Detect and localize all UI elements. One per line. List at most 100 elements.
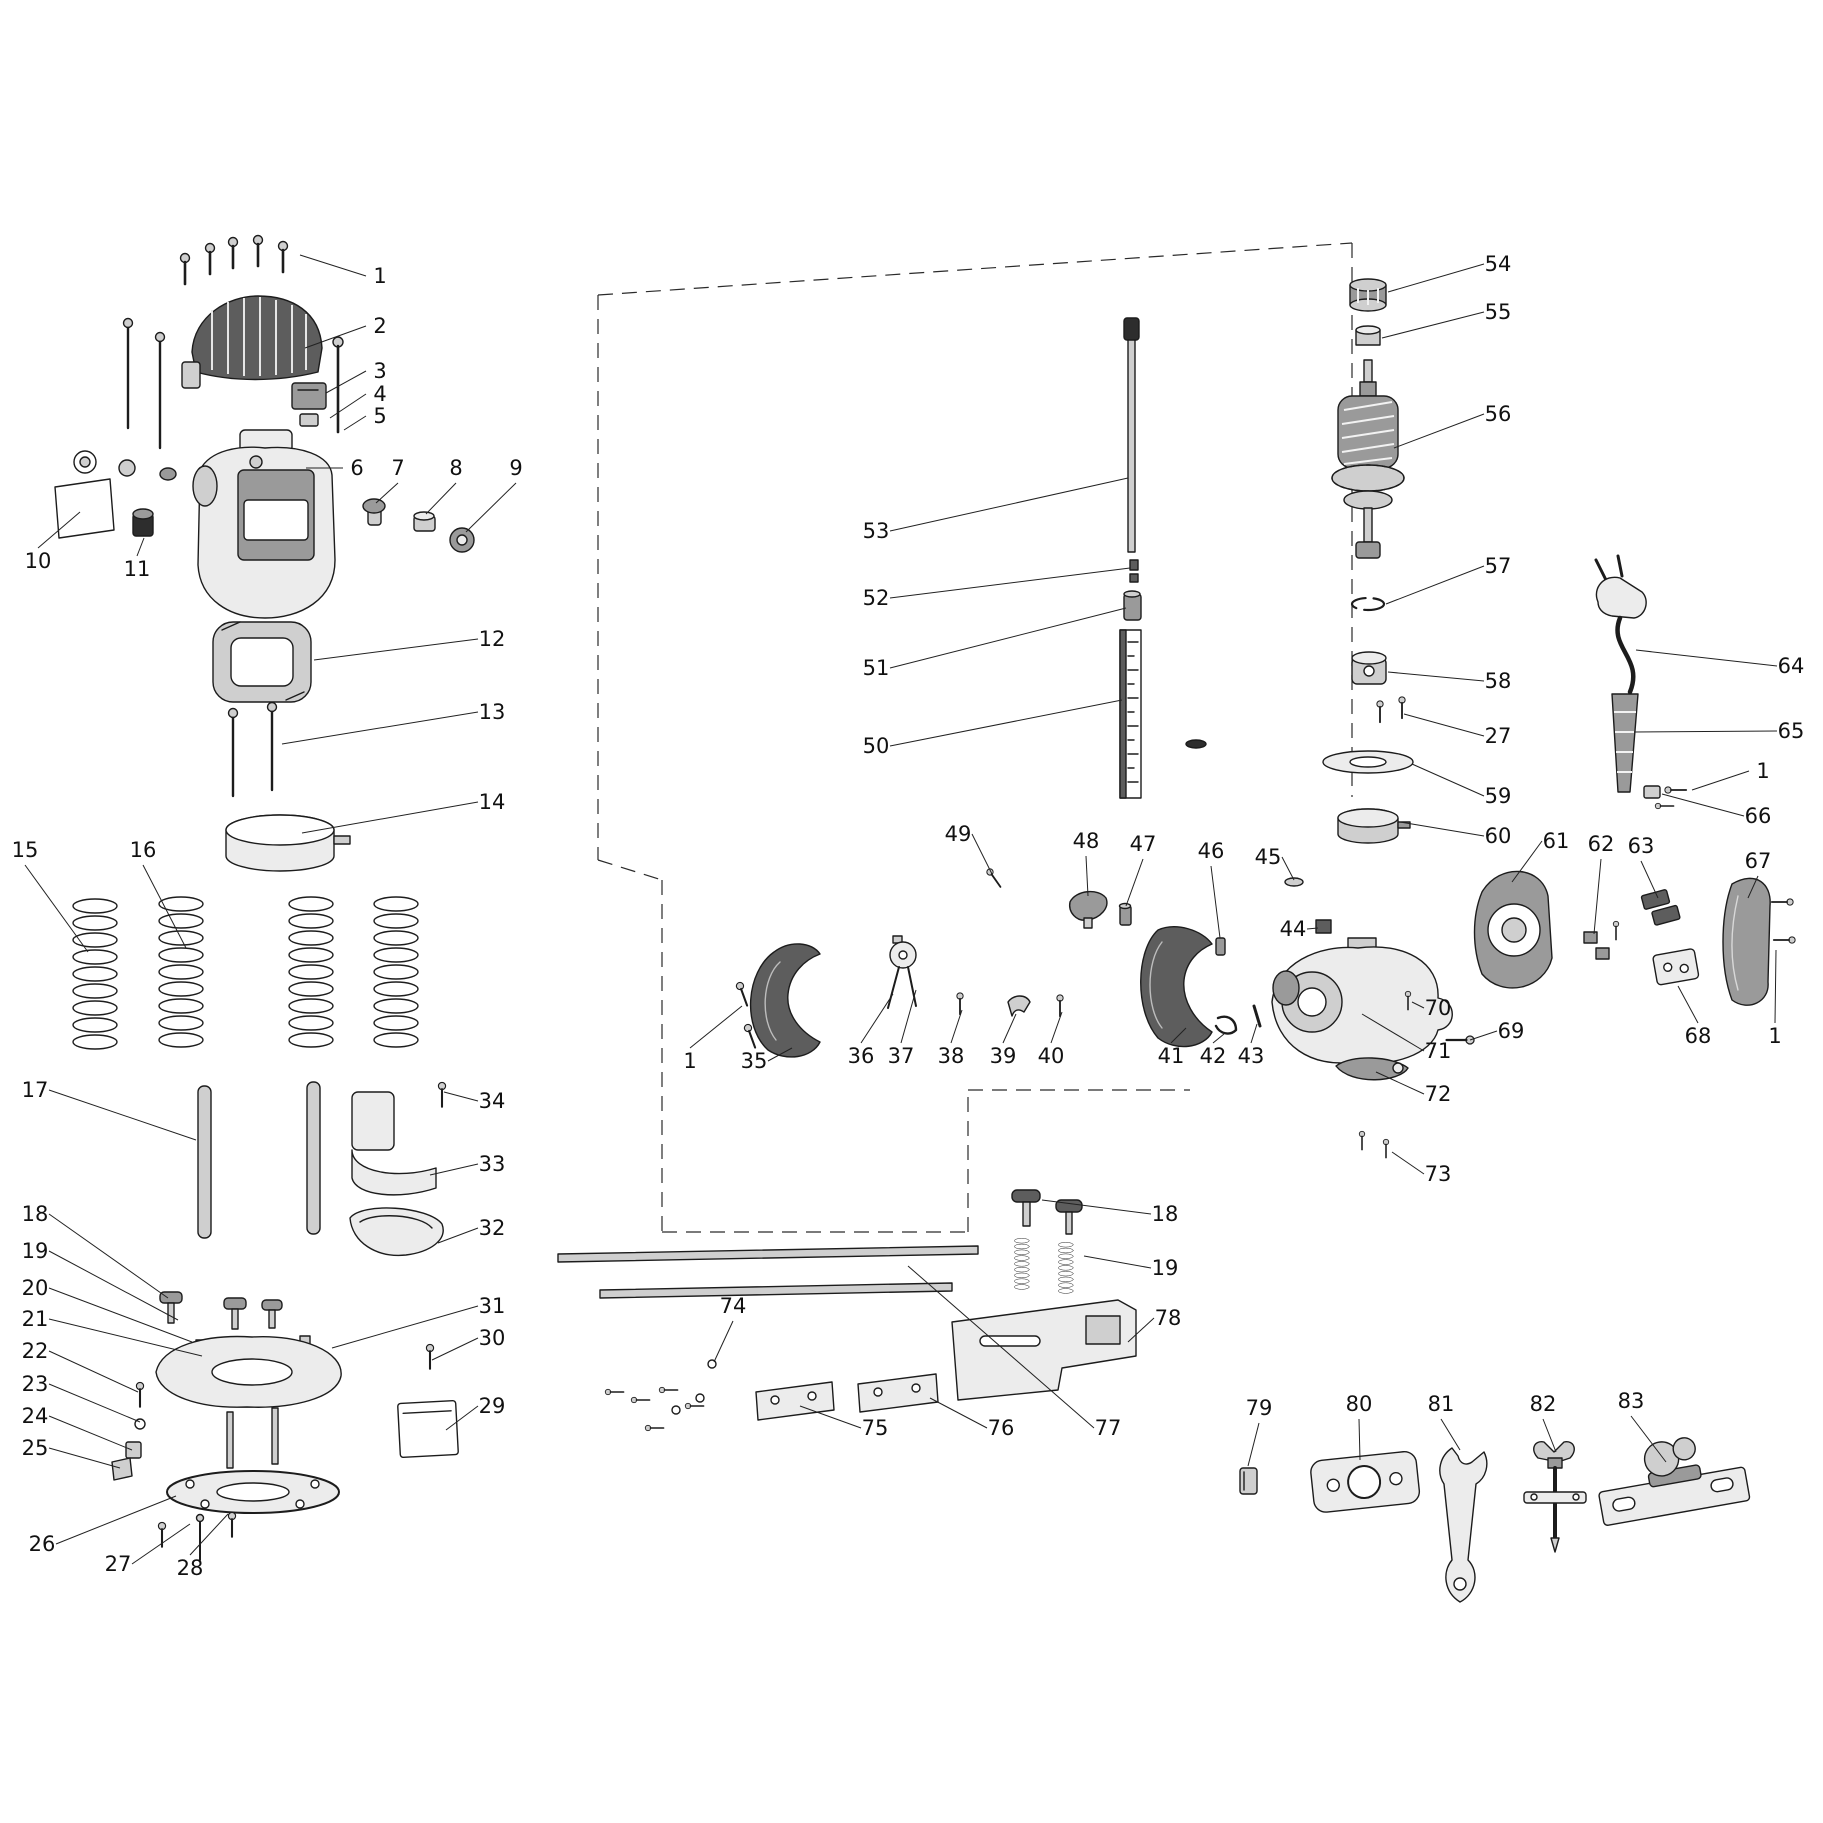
part-number-label: 28 [177,1556,204,1580]
leader-line [1633,730,1778,733]
leader-line [48,1447,121,1469]
leader-line [299,254,367,277]
leader-line [1083,1255,1152,1269]
part-number-label: 78 [1155,1306,1182,1330]
part-47-pin [1118,902,1132,926]
part-51-coupler [1123,590,1142,621]
part-number-label: 49 [945,822,972,846]
part-38-screw [955,991,965,1016]
parts-22-25-hardware [111,1381,146,1481]
part-number-label: 77 [1095,1416,1122,1440]
leader-line [799,1405,862,1429]
part-number-label: 67 [1745,849,1772,873]
part-number-label: 29 [479,1394,506,1418]
part-number-label: 30 [479,1326,506,1350]
leader-line [1170,1027,1187,1044]
part-number-label: 2 [373,314,386,338]
part-number-label: 41 [1158,1044,1185,1068]
leader-line [1127,1317,1155,1343]
small-black-washer [1185,739,1207,749]
spring-4 [373,896,419,1048]
part-number-label: 59 [1485,784,1512,808]
part-number-label: 31 [479,1294,506,1318]
leader-line [1593,858,1602,935]
part-number-label: 5 [373,404,386,428]
part-number-label: 34 [479,1089,506,1113]
part-number-label: 21 [22,1307,49,1331]
part-17-guide-columns [197,1081,321,1239]
part-34-screw [437,1081,447,1108]
part-number-label: 13 [479,700,506,724]
leader-line [343,415,367,431]
part-26-sub-base [166,1470,340,1514]
leader-line [971,833,993,875]
part-number-label: 68 [1685,1024,1712,1048]
part-number-label: 18 [22,1202,49,1226]
part-56-armature [1331,359,1405,559]
leader-line [189,1513,229,1556]
part-74-screws [604,1359,717,1432]
part-68-plate [1652,948,1700,986]
part-64-plug [1594,554,1647,695]
leader-line [1281,856,1295,881]
part-5-long-screw [332,336,344,434]
part-number-label: 80 [1346,1392,1373,1416]
part-number-label: 17 [22,1078,49,1102]
small-rings-left [73,450,177,481]
part-number-label: 50 [863,734,890,758]
part-79-sleeve [1239,1467,1258,1495]
part-number-label: 1 [683,1049,696,1073]
leader-line [136,537,145,557]
part-15-spring [72,898,118,1050]
part-number-label: 74 [720,1294,747,1318]
part-number-label: 62 [1588,832,1615,856]
leader-line [713,1320,734,1363]
part-13-long-screws [227,701,278,798]
part-number-label: 33 [479,1152,506,1176]
part-82-circle-guide-pin [1523,1441,1587,1553]
leader-line [445,1405,479,1431]
leader-line [860,993,894,1044]
leader-line [1747,875,1759,899]
leader-line [1393,413,1485,449]
leader-line [431,1337,479,1361]
leader-line [907,1265,1095,1429]
leader-line [1381,311,1485,339]
leader-line [1511,840,1543,883]
part-66-cord-clamp [1643,785,1688,810]
leader-line [1440,1418,1461,1451]
part-83-guide-bracket [1598,1437,1751,1526]
leader-line [889,607,1127,669]
part-35-left-handle [749,943,821,1058]
part-55-spacer [1355,325,1381,346]
part-number-label: 35 [741,1049,768,1073]
part-number-label: 81 [1428,1392,1455,1416]
part-number-label: 47 [1130,832,1157,856]
leader-line [465,482,517,533]
part-number-label: 6 [350,456,363,480]
leader-line [55,1495,177,1545]
guide-springs [1014,1238,1074,1294]
leader-line [889,699,1123,747]
part-44-block [1315,919,1332,934]
part-number-label: 72 [1425,1082,1452,1106]
part-number-label: 56 [1485,402,1512,426]
part-number-label: 60 [1485,824,1512,848]
part-27b-screws [1375,695,1407,724]
leader-line [1542,1418,1557,1453]
part-72-spindle-lock [1335,1057,1409,1081]
part-80-insert-plate [1310,1450,1421,1513]
part-number-label: 8 [449,456,462,480]
part-16-spring [158,896,204,1048]
part-59-fan-washer [1322,750,1414,774]
leader-line [329,393,367,419]
part-number-label: 27 [105,1552,132,1576]
part-number-label: 61 [1543,829,1570,853]
leader-line [889,567,1131,599]
leader-line [48,1318,203,1357]
leader-line [48,1250,179,1321]
part-number-label: 53 [863,519,890,543]
leader-line [301,801,479,834]
